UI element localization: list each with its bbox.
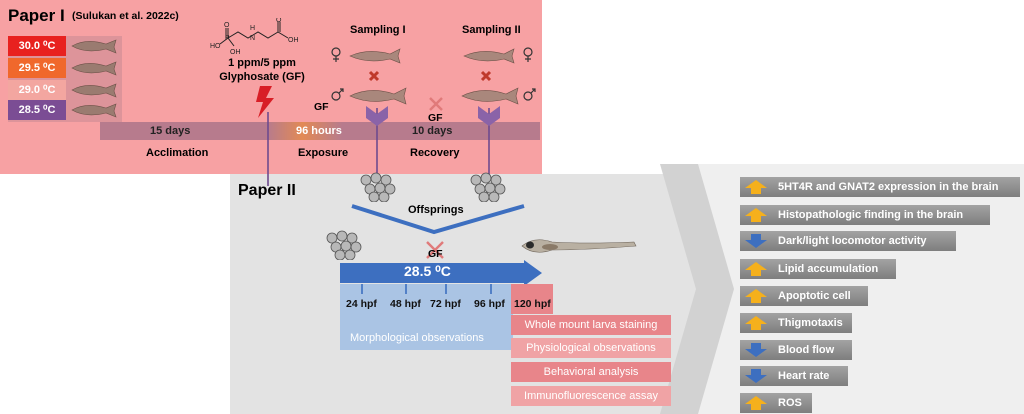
hpf-120-tab (511, 284, 553, 314)
fish-group-icon (71, 39, 117, 118)
paper-1-title: Paper I (8, 6, 65, 25)
temperature-29-5: 29.5 ⁰C (8, 58, 66, 78)
down-arrow-icon (745, 343, 767, 357)
svg-text:O: O (224, 22, 230, 29)
svg-text:O: O (276, 18, 282, 24)
sampling-2-label: Sampling II (462, 24, 521, 36)
svg-text:OH: OH (230, 49, 241, 56)
up-arrow-icon (745, 316, 767, 330)
down-arrow-icon (745, 234, 767, 248)
sampling-fish-icons (331, 47, 536, 105)
timeline-exposure-duration: 96 hours (296, 125, 342, 137)
offsprings-funnel (351, 204, 525, 235)
glyphosate-label: Glyphosate (GF) (219, 71, 305, 83)
paper-2-timeline-arrow (340, 260, 542, 286)
assay-behavioral-analysis: Behavioral analysis (511, 362, 671, 382)
result-dark-light-locomotor: Dark/light locomotor activity (740, 231, 956, 251)
timeline-ticks (361, 284, 492, 294)
no-gf-cross-icon-2 (426, 241, 444, 259)
paper-2-title: Paper II (238, 182, 296, 199)
tick-120-hpf: 120 hpf (514, 298, 551, 310)
paper-2-gf-label: GF (428, 248, 443, 260)
egg-cluster-icon-3 (326, 230, 362, 260)
down-arrow-icon (745, 369, 767, 383)
result-ros: ROS (740, 393, 812, 413)
connector-lines (267, 106, 500, 186)
svg-text:HO: HO (210, 43, 221, 50)
paper-1-timeline-bar (100, 122, 540, 140)
gf-label-sampling1: GF (314, 101, 329, 113)
sampling-1-label: Sampling I (350, 24, 406, 36)
timeline-acclimation-phase: Acclimation (146, 147, 209, 159)
tick-24-hpf: 24 hpf (346, 298, 377, 310)
larva-icon (521, 239, 637, 253)
paper-1-citation: (Sulukan et al. 2022c) (72, 10, 179, 22)
svg-text:P: P (225, 35, 230, 42)
result-heart-rate: Heart rate (740, 366, 848, 386)
result-apoptotic-cell: Apoptotic cell (740, 286, 868, 306)
lightning-icon (256, 86, 274, 118)
tick-48-hpf: 48 hpf (390, 298, 421, 310)
tick-96-hpf: 96 hpf (474, 298, 505, 310)
result-lipid-accumulation: Lipid accumulation (740, 259, 896, 279)
assay-physiological-observations: Physiological observations (511, 338, 671, 358)
glyphosate-dose: 1 ppm/5 ppm (228, 57, 296, 69)
result-5ht4r-gnat2: 5HT4R and GNAT2 expression in the brain (740, 177, 1020, 197)
timeline-exposure-phase: Exposure (298, 147, 349, 159)
result-thigmotaxis: Thigmotaxis (740, 313, 852, 333)
up-arrow-icon (745, 180, 767, 194)
up-arrow-icon (745, 289, 767, 303)
up-arrow-icon (745, 262, 767, 276)
morphological-area (340, 284, 513, 350)
temperature-28-5: 28.5 ⁰C (8, 100, 66, 120)
tick-72-hpf: 72 hpf (430, 298, 461, 310)
svg-text:H: H (250, 25, 255, 32)
timeline-acclimation-duration: 15 days (150, 125, 191, 137)
timeline-recovery-duration: 10 days (412, 125, 453, 137)
temperature-29-0: 29.0 ⁰C (8, 80, 66, 100)
egg-cluster-icon-1 (360, 172, 396, 202)
no-gf-cross-icon (429, 97, 443, 111)
up-arrow-icon (745, 208, 767, 222)
svg-text:OH: OH (288, 37, 299, 44)
timeline-recovery-phase: Recovery (410, 147, 460, 159)
up-arrow-icon (745, 396, 767, 410)
paper-2-temperature: 28.5 ⁰C (404, 263, 451, 279)
svg-text:N: N (250, 35, 255, 42)
result-blood-flow: Blood flow (740, 340, 852, 360)
gf-label-recovery: GF (428, 112, 443, 124)
results-chevron-arrow (660, 164, 734, 414)
morphological-observations-label: Morphological observations (350, 332, 484, 344)
assay-immunofluorescence: Immunofluorescence assay (511, 386, 671, 406)
offsprings-label: Offsprings (408, 204, 464, 216)
assay-whole-mount-staining: Whole mount larva staining (511, 315, 671, 335)
egg-cluster-icon-2 (470, 172, 506, 202)
result-histopathologic: Histopathologic finding in the brain (740, 205, 990, 225)
temperature-30-0: 30.0 ⁰C (8, 36, 66, 56)
